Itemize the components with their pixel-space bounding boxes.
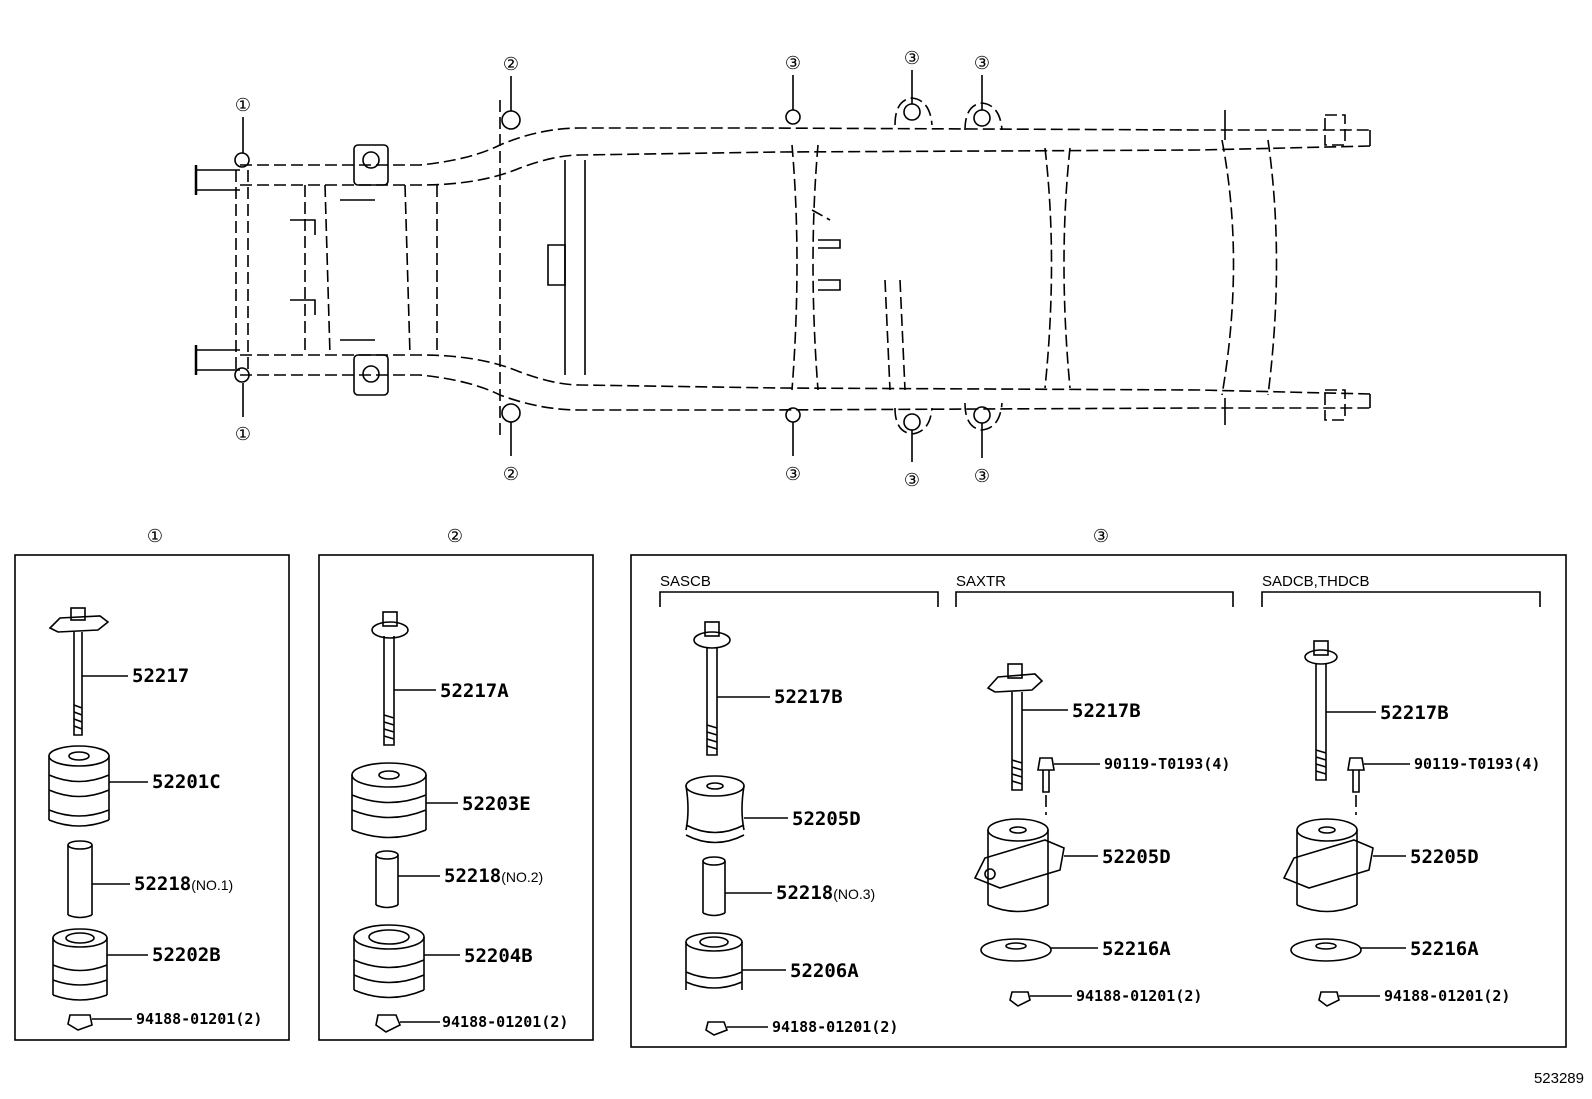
part-number: 94188-01201(2) (1384, 987, 1510, 1005)
panel-3-box (630, 554, 1567, 1048)
part-number: 52218 (444, 865, 501, 887)
part-number: 52216A (1410, 938, 1479, 960)
callout-3-top-a: ③ (785, 53, 801, 73)
part-number: 94188-01201(2) (136, 1010, 262, 1028)
part-number: 52205D (1410, 846, 1479, 868)
variant-bracket-sadcb (1261, 591, 1541, 607)
variant-name-saxtr: SAXTR (956, 573, 1006, 590)
part-number: 90119-T0193(4) (1414, 755, 1540, 773)
part-number-with-note: 52218(NO.3) (776, 882, 875, 904)
part-number: 52217B (1072, 700, 1141, 722)
part-number: 52217B (1380, 702, 1449, 724)
part-number: 94188-01201(2) (772, 1018, 898, 1036)
callout-3-bottom-a: ③ (785, 464, 801, 484)
callout-3-top-b: ③ (904, 48, 920, 68)
panel-2-parts (351, 611, 460, 1033)
part-number: 52203E (462, 793, 531, 815)
panel-1-parts (48, 607, 148, 1031)
part-number: 52202B (152, 944, 221, 966)
chassis-frame (194, 110, 1371, 425)
panel-3-sadcb-parts (1282, 640, 1410, 1007)
callout-3-bottom-c: ③ (974, 466, 990, 486)
variant-bracket-saxtr (955, 591, 1234, 607)
variant-bracket-sascb (659, 591, 939, 607)
part-number: 94188-01201(2) (1076, 987, 1202, 1005)
part-number: 52206A (790, 960, 859, 982)
callout-2-top: ② (503, 54, 519, 74)
part-number: 52218 (134, 873, 191, 895)
mount-markers (234, 97, 1003, 435)
part-number: 52205D (1102, 846, 1171, 868)
part-number: 52218 (776, 882, 833, 904)
callout-1-bottom: ① (235, 424, 251, 444)
part-number: 52204B (464, 945, 533, 967)
callout-3-top-c: ③ (974, 53, 990, 73)
callout-2-bottom: ② (503, 464, 519, 484)
part-number: 52216A (1102, 938, 1171, 960)
part-number-with-note: 52218(NO.2) (444, 865, 543, 887)
part-note: (NO.3) (833, 886, 875, 902)
panel-2-title: ② (447, 526, 463, 546)
panel-3-title: ③ (1093, 526, 1109, 546)
variant-name-sascb: SASCB (660, 573, 711, 590)
part-number: 52217B (774, 686, 843, 708)
part-note: (NO.2) (501, 869, 543, 885)
part-note: (NO.1) (191, 877, 233, 893)
panel-1-title: ① (147, 526, 163, 546)
part-number: 52217A (440, 680, 509, 702)
callout-leaders (242, 70, 983, 462)
part-number: 52217 (132, 665, 189, 687)
panel-3-sascb-parts (685, 621, 788, 1036)
part-number: 52201C (152, 771, 221, 793)
callout-3-bottom-b: ③ (904, 470, 920, 490)
callout-1-top: ① (235, 95, 251, 115)
panel-1-box (14, 554, 290, 1041)
part-number: 90119-T0193(4) (1104, 755, 1230, 773)
figure-reference: 523289 (1534, 1070, 1584, 1087)
part-number-with-note: 52218(NO.1) (134, 873, 233, 895)
part-number: 94188-01201(2) (442, 1013, 568, 1031)
variant-name-sadcb: SADCB,THDCB (1262, 573, 1370, 590)
panel-3-saxtr-parts (973, 663, 1100, 1007)
part-number: 52205D (792, 808, 861, 830)
panel-2-box (318, 554, 594, 1041)
